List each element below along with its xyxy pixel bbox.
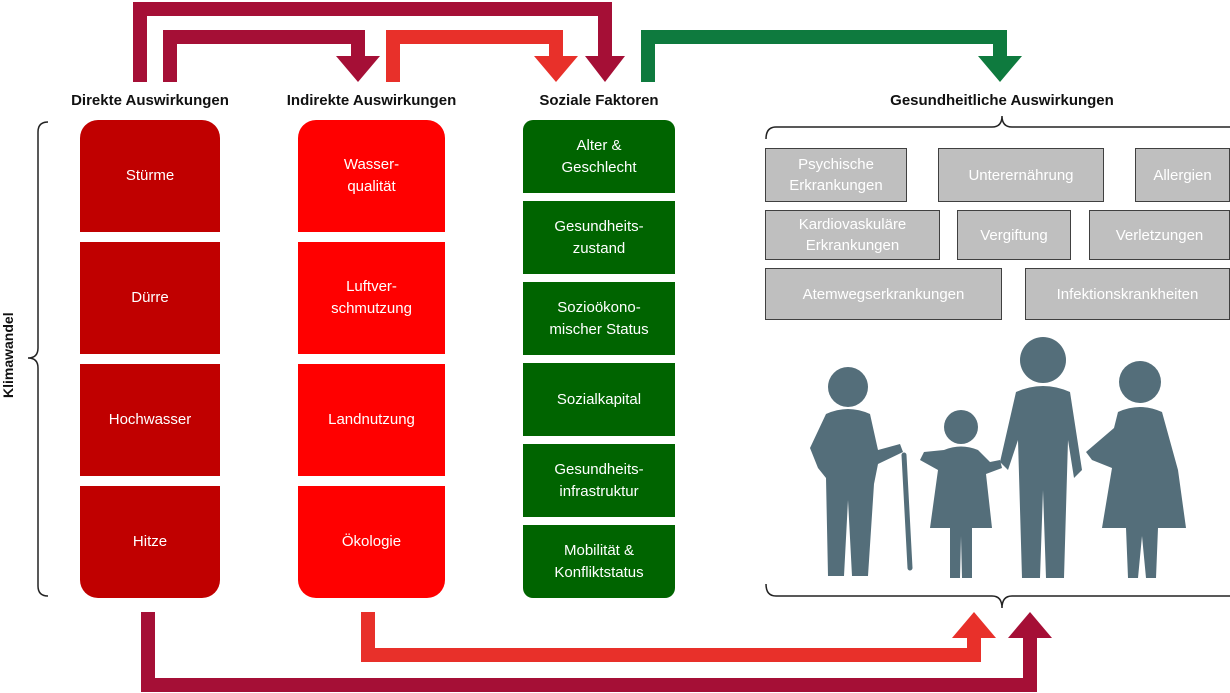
direct-item: Dürre [80, 242, 220, 354]
social-item: Sozialkapital [523, 363, 675, 436]
top-brace [765, 115, 1230, 140]
health-psychisch: Psychische Erkrankungen [765, 148, 907, 202]
indirect-item: Wasser- qualität [298, 120, 445, 232]
health-kardio: Kardiovaskuläre Erkrankungen [765, 210, 940, 260]
bottom-brace [765, 583, 1230, 609]
health-atemweg: Atemwegserkrankungen [765, 268, 1002, 320]
health-vergiftung: Vergiftung [957, 210, 1071, 260]
arrowhead-indirect-to-health [952, 612, 996, 638]
arrow-indirect-to-social [386, 30, 563, 82]
health-unterernaehrung: Unterernährung [938, 148, 1104, 202]
arrow-direct-to-social [133, 2, 612, 82]
direct-item: Hitze [80, 486, 220, 598]
arrowhead-direct-to-indirect [336, 56, 380, 82]
arrowhead-indirect-to-social [534, 56, 578, 82]
health-allergien: Allergien [1135, 148, 1230, 202]
title-indirect: Indirekte Auswirkungen [286, 92, 457, 109]
title-social: Soziale Faktoren [539, 92, 659, 109]
left-brace [27, 121, 49, 597]
indirect-item: Luftver- schmutzung [298, 242, 445, 354]
health-infektion: Infektionskrankheiten [1025, 268, 1230, 320]
arrowhead-direct-to-social [585, 56, 625, 82]
health-verletzungen: Verletzungen [1089, 210, 1230, 260]
direct-item: Hochwasser [80, 364, 220, 476]
direct-item: Stürme [80, 120, 220, 232]
indirect-item: Ökologie [298, 486, 445, 598]
social-item: Mobilität & Konfliktstatus [523, 525, 675, 598]
direct-effects-stack: Stürme Dürre Hochwasser Hitze [80, 120, 220, 598]
indirect-effects-stack: Wasser- qualität Luftver- schmutzung Lan… [298, 120, 445, 598]
arrow-social-to-health [641, 30, 1007, 82]
social-item: Gesundheits- infrastruktur [523, 444, 675, 517]
arrowhead-direct-to-health [1008, 612, 1052, 638]
social-item: Alter & Geschlecht [523, 120, 675, 193]
family-icon [810, 337, 1186, 578]
arrow-direct-to-health [141, 612, 1037, 692]
arrow-indirect-to-health [361, 612, 981, 662]
title-health: Gesundheitliche Auswirkungen [890, 92, 1114, 109]
title-direct: Direkte Auswirkungen [71, 92, 229, 109]
social-item: Gesundheits- zustand [523, 201, 675, 274]
climate-change-label: Klimawandel [0, 312, 16, 398]
arrow-direct-to-indirect [163, 30, 365, 82]
social-factors-stack: Alter & Geschlecht Gesundheits- zustand … [523, 120, 675, 598]
social-item: Sozioökono- mischer Status [523, 282, 675, 355]
arrowhead-social-to-health [978, 56, 1022, 82]
indirect-item: Landnutzung [298, 364, 445, 476]
